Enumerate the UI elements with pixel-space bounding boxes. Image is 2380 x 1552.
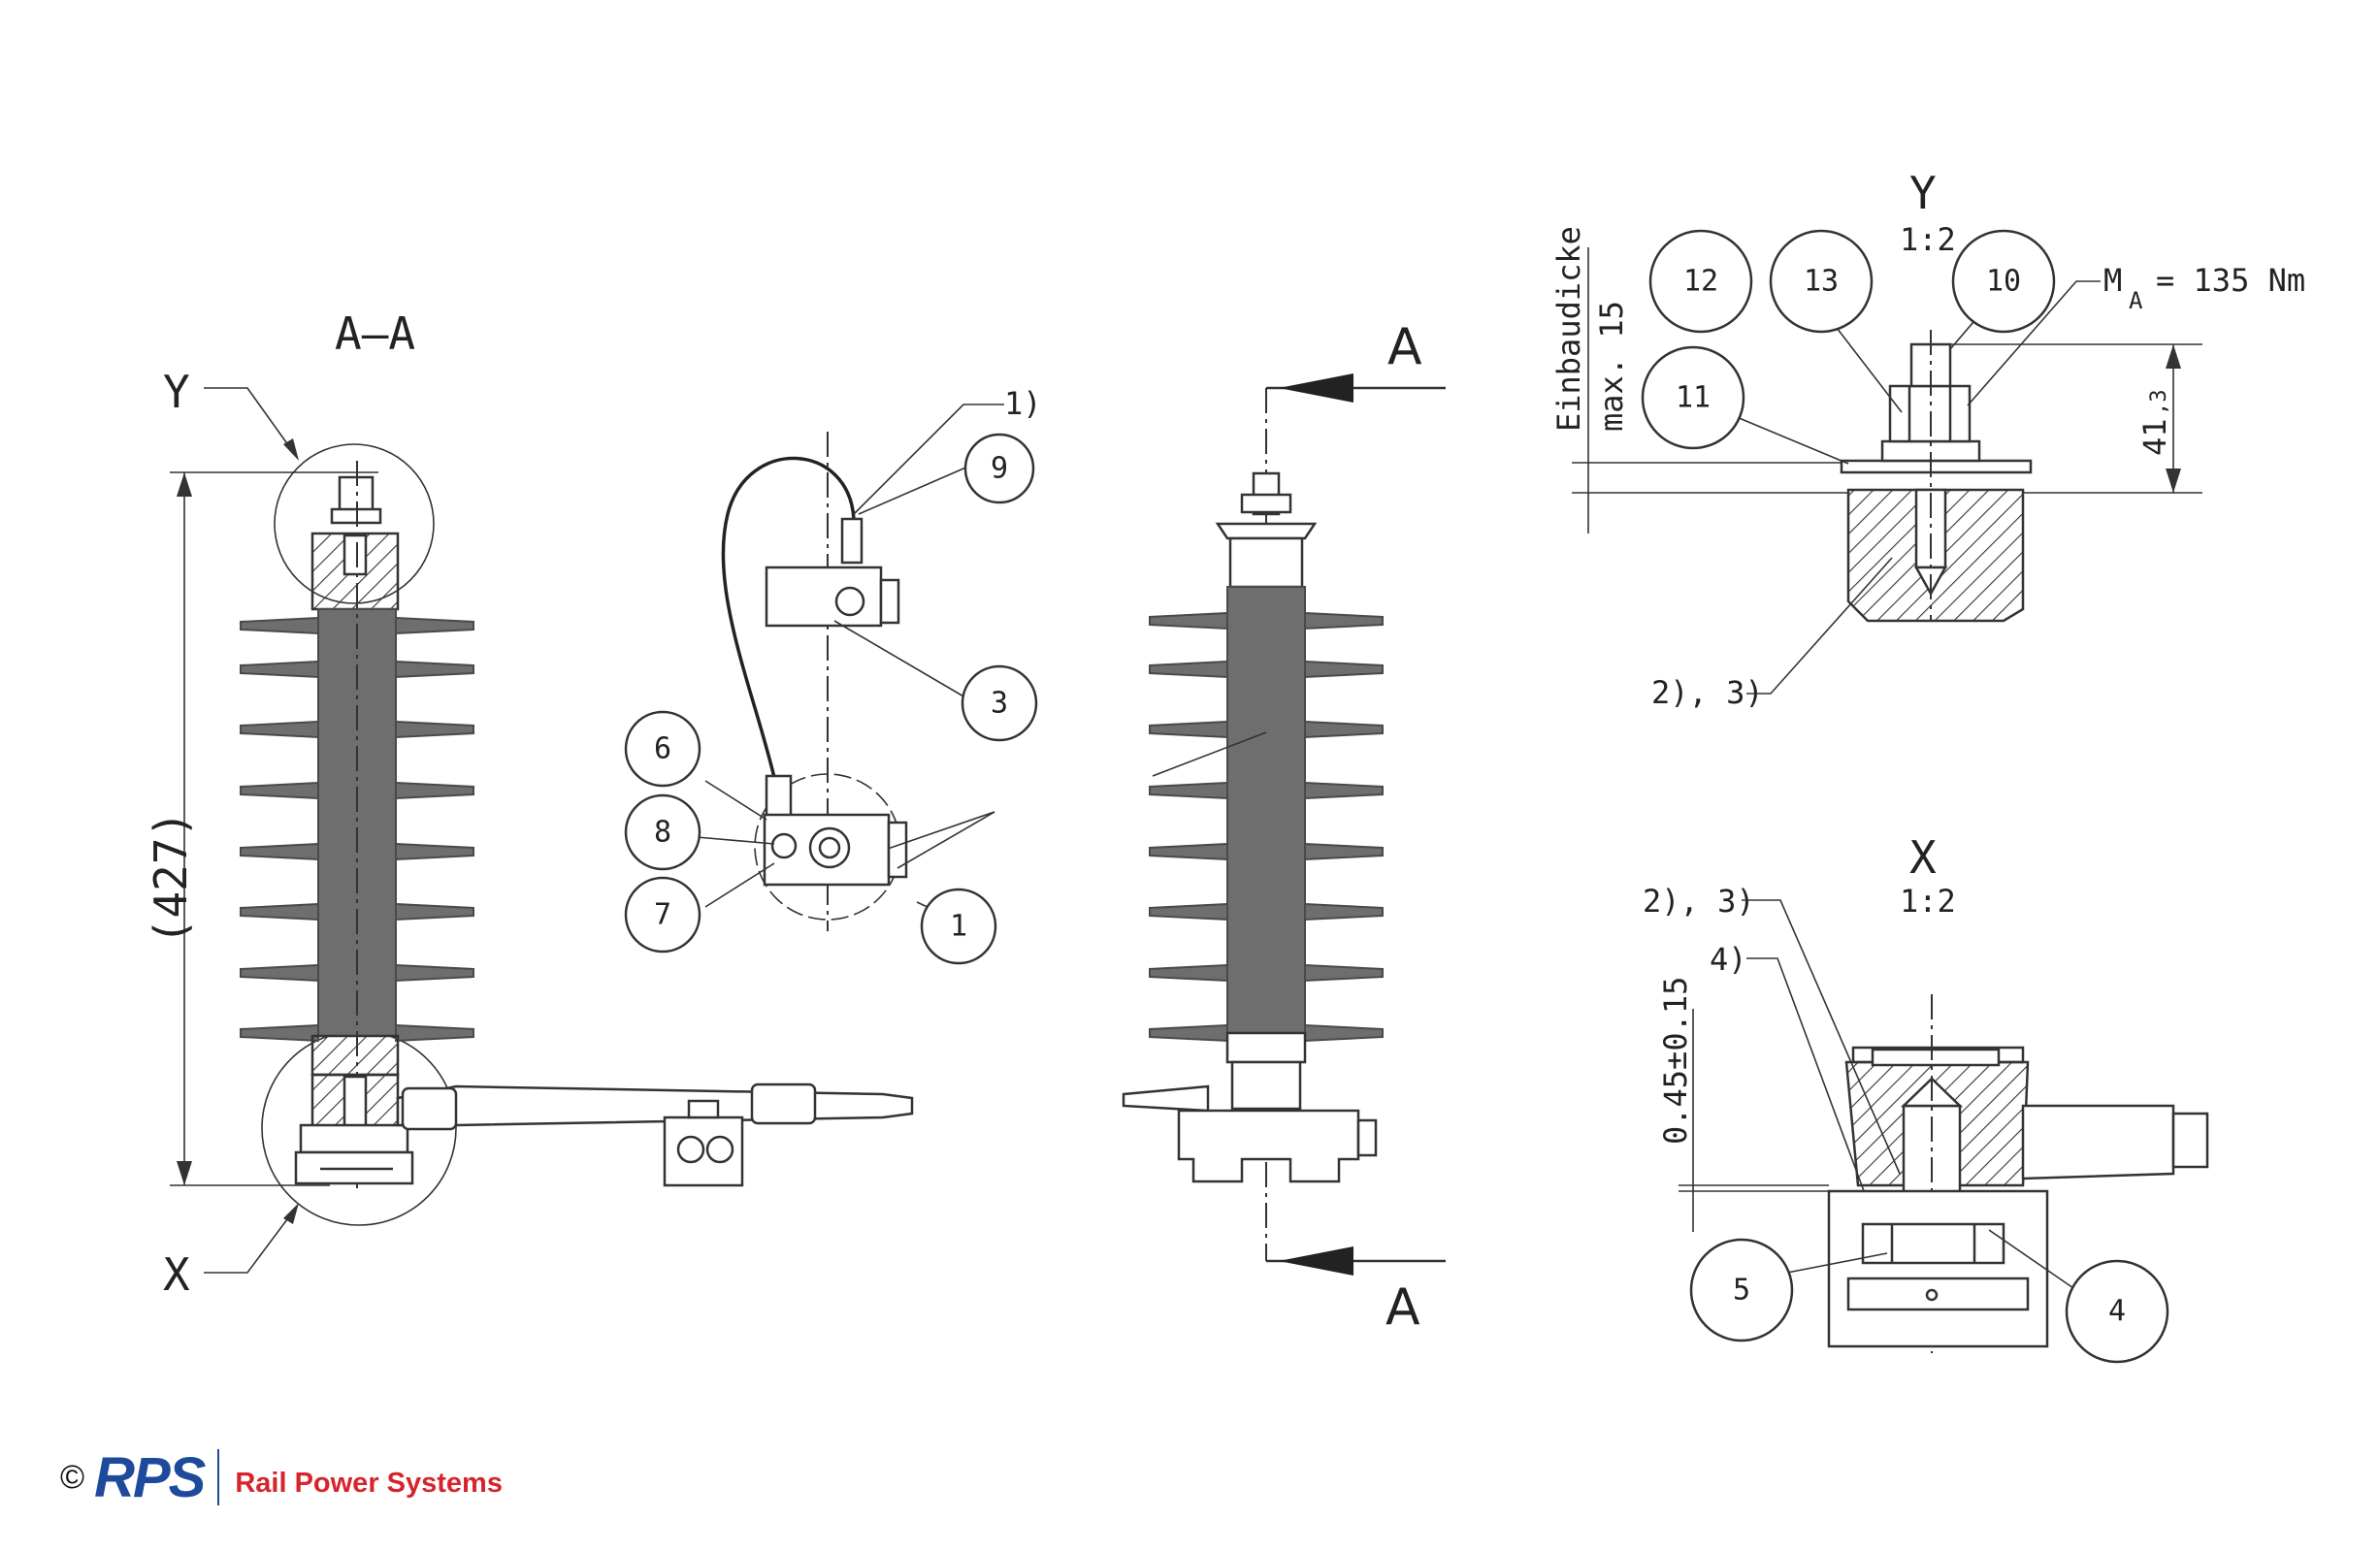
note-1-label: 1) xyxy=(1004,385,1042,422)
balloon-3: 3 xyxy=(961,664,1038,742)
detail-y-thickness-label: Einbaudicke xyxy=(1550,226,1587,432)
svg-text:6: 6 xyxy=(654,732,671,766)
detail-y-view: Y 1:2 Einbaudicke max. 15 41 ,3 M A = 13… xyxy=(1550,167,2305,711)
svg-text:3: 3 xyxy=(991,687,1008,721)
balloon-8: 8 xyxy=(624,793,701,871)
callout-y-label: Y xyxy=(163,366,190,418)
clamp-lower xyxy=(763,813,891,887)
side-view: A A xyxy=(1122,318,1446,1337)
detail-y-height: 41 xyxy=(2136,418,2173,456)
company-name: Rail Power Systems xyxy=(235,1467,503,1499)
svg-text:4: 4 xyxy=(2108,1295,2126,1329)
detail-y-height-sub: ,3 xyxy=(2147,390,2171,416)
callout-x-label: X xyxy=(163,1248,190,1301)
detail-x-title: X xyxy=(1909,831,1937,884)
detail-y-thickness-value: max. 15 xyxy=(1593,301,1630,432)
cable-connection-view: 1) 9 3 6 8 7 1 xyxy=(624,385,1042,965)
balloon-5: 5 xyxy=(1689,1238,1794,1342)
section-cut-label: A–A xyxy=(335,307,415,360)
svg-text:11: 11 xyxy=(1676,381,1711,415)
detail-x-view: X 1:2 2), 3) 4) 0.45±0.15 5 4 xyxy=(1643,831,2209,1364)
balloon-12: 12 xyxy=(1648,229,1753,334)
detail-y-torque-sub: A xyxy=(2129,287,2143,314)
svg-text:8: 8 xyxy=(654,816,671,850)
detail-x-gap: 0.45±0.15 xyxy=(1657,977,1694,1145)
detail-y-torque-value: = 135 Nm xyxy=(2156,262,2305,299)
balloon-10: 10 xyxy=(1951,229,2056,334)
svg-text:7: 7 xyxy=(654,898,671,932)
detail-y-torque: M xyxy=(2103,262,2122,299)
ground-arm xyxy=(396,1084,914,1127)
logo-divider xyxy=(217,1449,220,1505)
balloon-4: 4 xyxy=(2065,1259,2169,1364)
svg-text:1: 1 xyxy=(950,910,967,944)
balloon-9: 9 xyxy=(963,433,1035,504)
detail-x-note-a: 2), 3) xyxy=(1643,883,1755,920)
svg-text:12: 12 xyxy=(1683,265,1718,299)
rps-logo: RPS xyxy=(94,1445,206,1509)
detail-y-scale: 1:2 xyxy=(1900,221,1956,258)
ground-cable xyxy=(721,456,856,787)
svg-text:9: 9 xyxy=(991,452,1008,486)
detail-x-nut xyxy=(1861,1222,2005,1265)
copyright-symbol: © xyxy=(60,1458,85,1496)
section-a-a-view: A–A (427) Y X xyxy=(145,307,914,1301)
svg-text:5: 5 xyxy=(1733,1274,1750,1308)
svg-text:13: 13 xyxy=(1804,265,1839,299)
detail-y-title: Y xyxy=(1909,167,1937,219)
balloon-13: 13 xyxy=(1769,229,1874,334)
side-base-clamp xyxy=(1177,1109,1360,1183)
balloon-6: 6 xyxy=(624,710,701,788)
detail-y-note: 2), 3) xyxy=(1651,674,1764,711)
detail-x-base xyxy=(1827,1189,2049,1348)
balloon-7: 7 xyxy=(624,876,701,954)
arrow-a-bottom-label: A xyxy=(1386,1278,1420,1337)
balloon-1: 1 xyxy=(920,888,997,965)
dimension-total-label: (427) xyxy=(145,811,197,945)
arrow-a-top-label: A xyxy=(1387,318,1422,376)
svg-text:10: 10 xyxy=(1986,265,2021,299)
footer: © RPS Rail Power Systems xyxy=(60,1443,503,1511)
detail-y-washer xyxy=(1840,459,2033,474)
balloon-11: 11 xyxy=(1641,345,1745,450)
detail-x-note-b: 4) xyxy=(1710,941,1747,978)
detail-x-scale: 1:2 xyxy=(1900,883,1956,920)
